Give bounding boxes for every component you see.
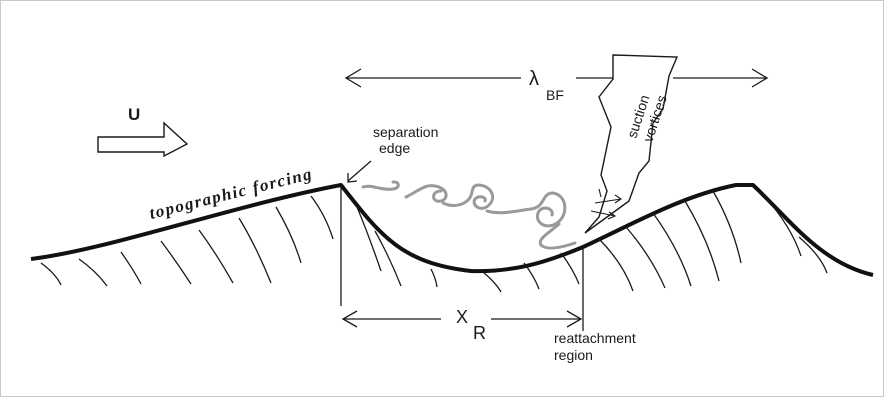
ground-profile [31,185,873,275]
suction-vortices-shape [585,55,677,233]
shear-layer-vortices [363,182,575,248]
reattachment-length-symbol: X [456,307,468,327]
reattachment-label-line2: region [554,347,593,363]
flow-arrow-icon [98,123,187,156]
wavelength-subscript: BF [546,87,564,103]
wavelength-arrow [346,69,767,87]
separation-pointer [348,161,371,182]
separation-label-line1: separation [373,124,438,140]
flow-label: U [128,105,140,124]
separation-label-line2: edge [379,140,410,156]
reattachment-label-line1: reattachment [554,330,636,346]
reattachment-length-subscript: R [473,323,486,343]
topographic-forcing-label: topographic forcing [147,164,314,223]
wavelength-symbol: λ [529,68,539,90]
